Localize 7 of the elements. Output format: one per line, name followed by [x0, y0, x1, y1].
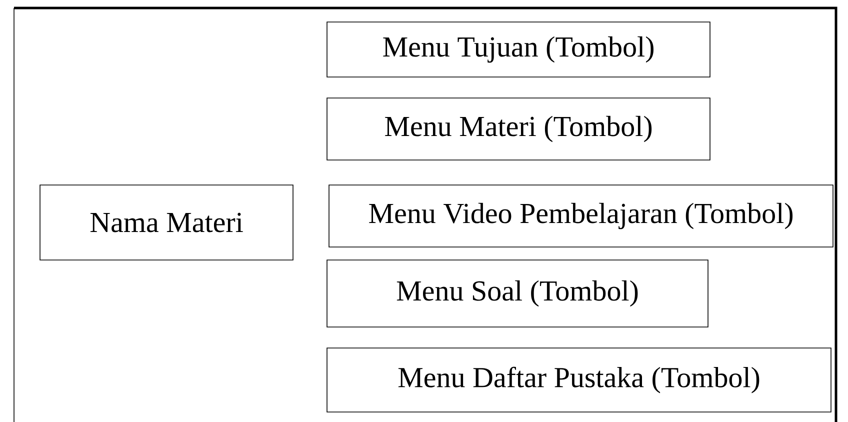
menu-button: Menu Soal (Tombol) — [326, 260, 708, 328]
screen-frame — [14, 6, 838, 422]
menu-button: Menu Tujuan (Tombol) — [326, 22, 710, 78]
menu-button: Menu Daftar Pustaka (Tombol) — [326, 348, 832, 412]
menu-button: Menu Materi (Tombol) — [326, 98, 710, 160]
title-box: Nama Materi — [40, 184, 294, 260]
menu-button: Menu Video Pembelajaran (Tombol) — [328, 184, 834, 248]
